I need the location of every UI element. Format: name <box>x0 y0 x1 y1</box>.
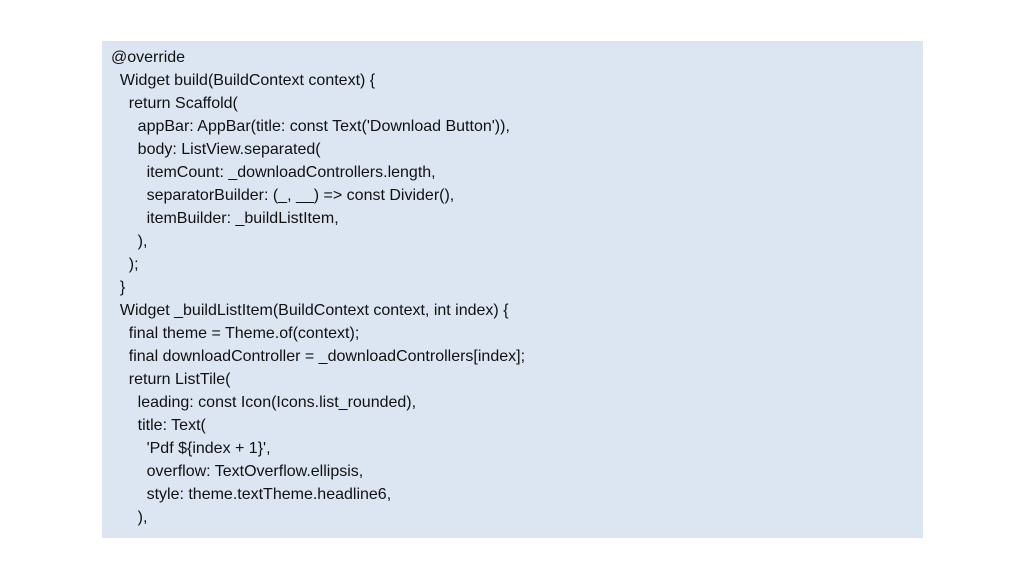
code-line: appBar: AppBar(title: const Text('Downlo… <box>111 118 510 135</box>
code-line: ), <box>111 233 148 250</box>
code-line: } <box>111 279 126 296</box>
code-line: ), <box>111 509 148 526</box>
code-line: title: Text( <box>111 417 206 434</box>
code-line: return Scaffold( <box>111 95 238 112</box>
code-line: itemBuilder: _buildListItem, <box>111 210 339 227</box>
code-line: final downloadController = _downloadCont… <box>111 348 526 365</box>
code-line: style: theme.textTheme.headline6, <box>111 486 392 503</box>
code-line: 'Pdf ${index + 1}', <box>111 440 271 457</box>
code-line: leading: const Icon(Icons.list_rounded), <box>111 394 417 411</box>
code-line: body: ListView.separated( <box>111 141 321 158</box>
code-line: Widget _buildListItem(BuildContext conte… <box>111 302 509 319</box>
code-line: @override <box>111 49 186 66</box>
code-line: overflow: TextOverflow.ellipsis, <box>111 463 364 480</box>
code-line: Widget build(BuildContext context) { <box>111 72 376 89</box>
code-block: @override Widget build(BuildContext cont… <box>102 41 923 538</box>
code-line: separatorBuilder: (_, __) => const Divid… <box>111 187 455 204</box>
code-line: ); <box>111 256 139 273</box>
code-line: final theme = Theme.of(context); <box>111 325 360 342</box>
code-line: itemCount: _downloadControllers.length, <box>111 164 436 181</box>
code-line: return ListTile( <box>111 371 231 388</box>
